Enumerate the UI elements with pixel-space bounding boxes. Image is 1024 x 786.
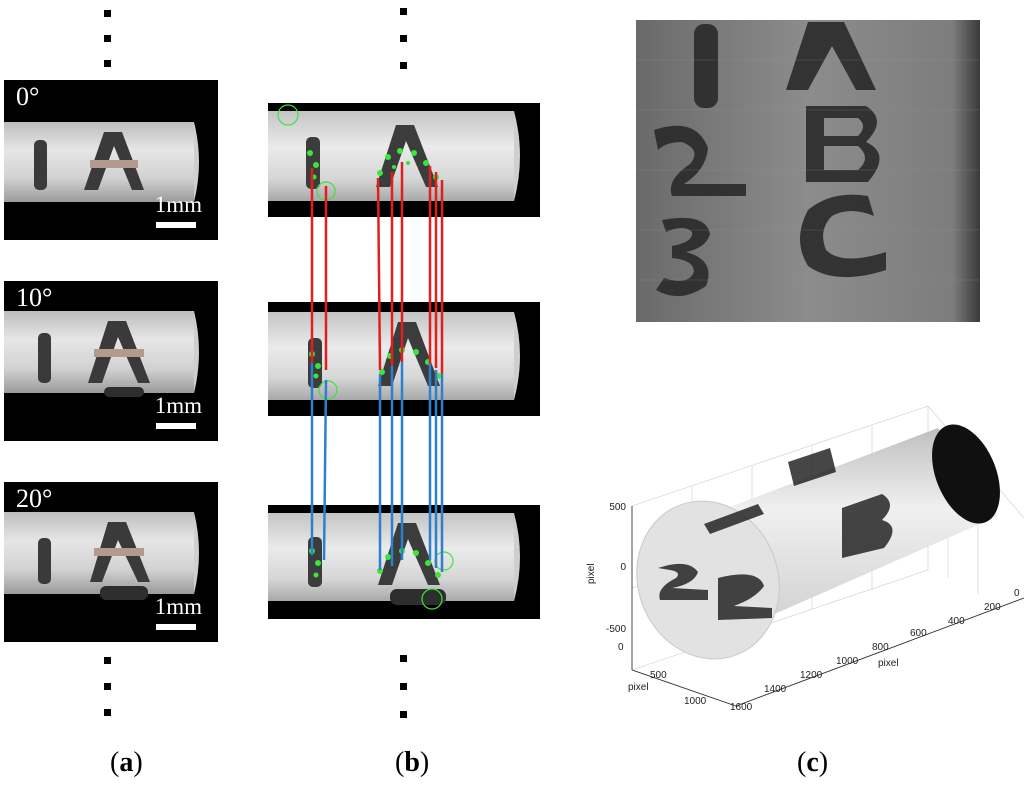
ellipsis-dot <box>400 35 407 42</box>
x-tick: 0 <box>1014 588 1020 599</box>
ellipsis-dot <box>400 655 407 662</box>
unwrapped-surface-image <box>636 20 980 322</box>
z-axis-label: pixel <box>586 563 597 584</box>
feature-image-middle <box>268 312 520 400</box>
ellipsis-dot <box>104 10 111 17</box>
caption-letter: b <box>404 747 420 778</box>
angle-label: 10° <box>16 283 53 312</box>
ellipsis-dot <box>104 683 111 690</box>
cylinder-3d-plot: 500 0 -500 pixel 0 500 1000 pixel 1600 1… <box>568 398 1024 718</box>
scale-bar <box>156 222 196 228</box>
angle-label: 20° <box>16 484 53 513</box>
z-tick: -500 <box>606 624 626 635</box>
unwrapped-surface-drawing <box>636 20 980 322</box>
z-tick: 0 <box>620 562 626 573</box>
x-axis-label: pixel <box>878 658 899 669</box>
y-tick: 500 <box>650 670 667 681</box>
feature-image-top <box>268 104 520 201</box>
scale-bar-label: 1mm <box>154 393 202 418</box>
ellipsis-dot <box>400 683 407 690</box>
panel-b-frame-bottom <box>268 505 540 619</box>
x-tick: 1600 <box>730 702 753 713</box>
x-tick: 1200 <box>800 670 823 681</box>
scale-bar <box>156 624 196 630</box>
y-tick: 1000 <box>684 696 707 707</box>
ellipsis-dot <box>104 657 111 664</box>
ellipsis-dot <box>104 60 111 67</box>
angle-label: 0° <box>16 82 40 111</box>
panel-a-frame-20: 20° 1mm <box>4 482 218 642</box>
caption-a: (a) <box>110 747 143 778</box>
panel-b-frame-middle <box>268 302 540 416</box>
ellipsis-dot <box>400 711 407 718</box>
cylinder-3d-drawing: 500 0 -500 pixel 0 500 1000 pixel 1600 1… <box>586 405 1024 713</box>
rod-image-10 <box>4 311 199 397</box>
scale-bar <box>156 423 196 429</box>
feature-image-bottom <box>268 513 520 610</box>
y-tick: 0 <box>618 642 624 653</box>
z-tick: 500 <box>609 502 626 513</box>
panel-a-frame-0: 0° 1mm <box>4 80 218 240</box>
ellipsis-dot <box>400 62 407 69</box>
x-tick: 1000 <box>836 656 859 667</box>
ellipsis-dot <box>400 8 407 15</box>
x-tick: 1400 <box>764 684 787 695</box>
scale-bar-label: 1mm <box>154 192 202 217</box>
ellipsis-dot <box>104 35 111 42</box>
scale-bar-label: 1mm <box>154 594 202 619</box>
x-tick: 800 <box>872 642 889 653</box>
x-tick: 400 <box>948 616 965 627</box>
caption-letter: c <box>806 747 819 778</box>
ellipsis-dot <box>104 709 111 716</box>
y-axis-label: pixel <box>628 682 649 693</box>
panel-b-frame-top <box>268 103 540 217</box>
x-tick: 200 <box>984 602 1001 613</box>
rod-image-20 <box>4 512 199 600</box>
rod-image-0 <box>4 122 199 202</box>
x-tick: 600 <box>910 628 927 639</box>
caption-c: (c) <box>797 747 829 778</box>
caption-letter: a <box>119 747 134 778</box>
caption-b: (b) <box>395 747 430 778</box>
panel-a-frame-10: 10° 1mm <box>4 281 218 441</box>
